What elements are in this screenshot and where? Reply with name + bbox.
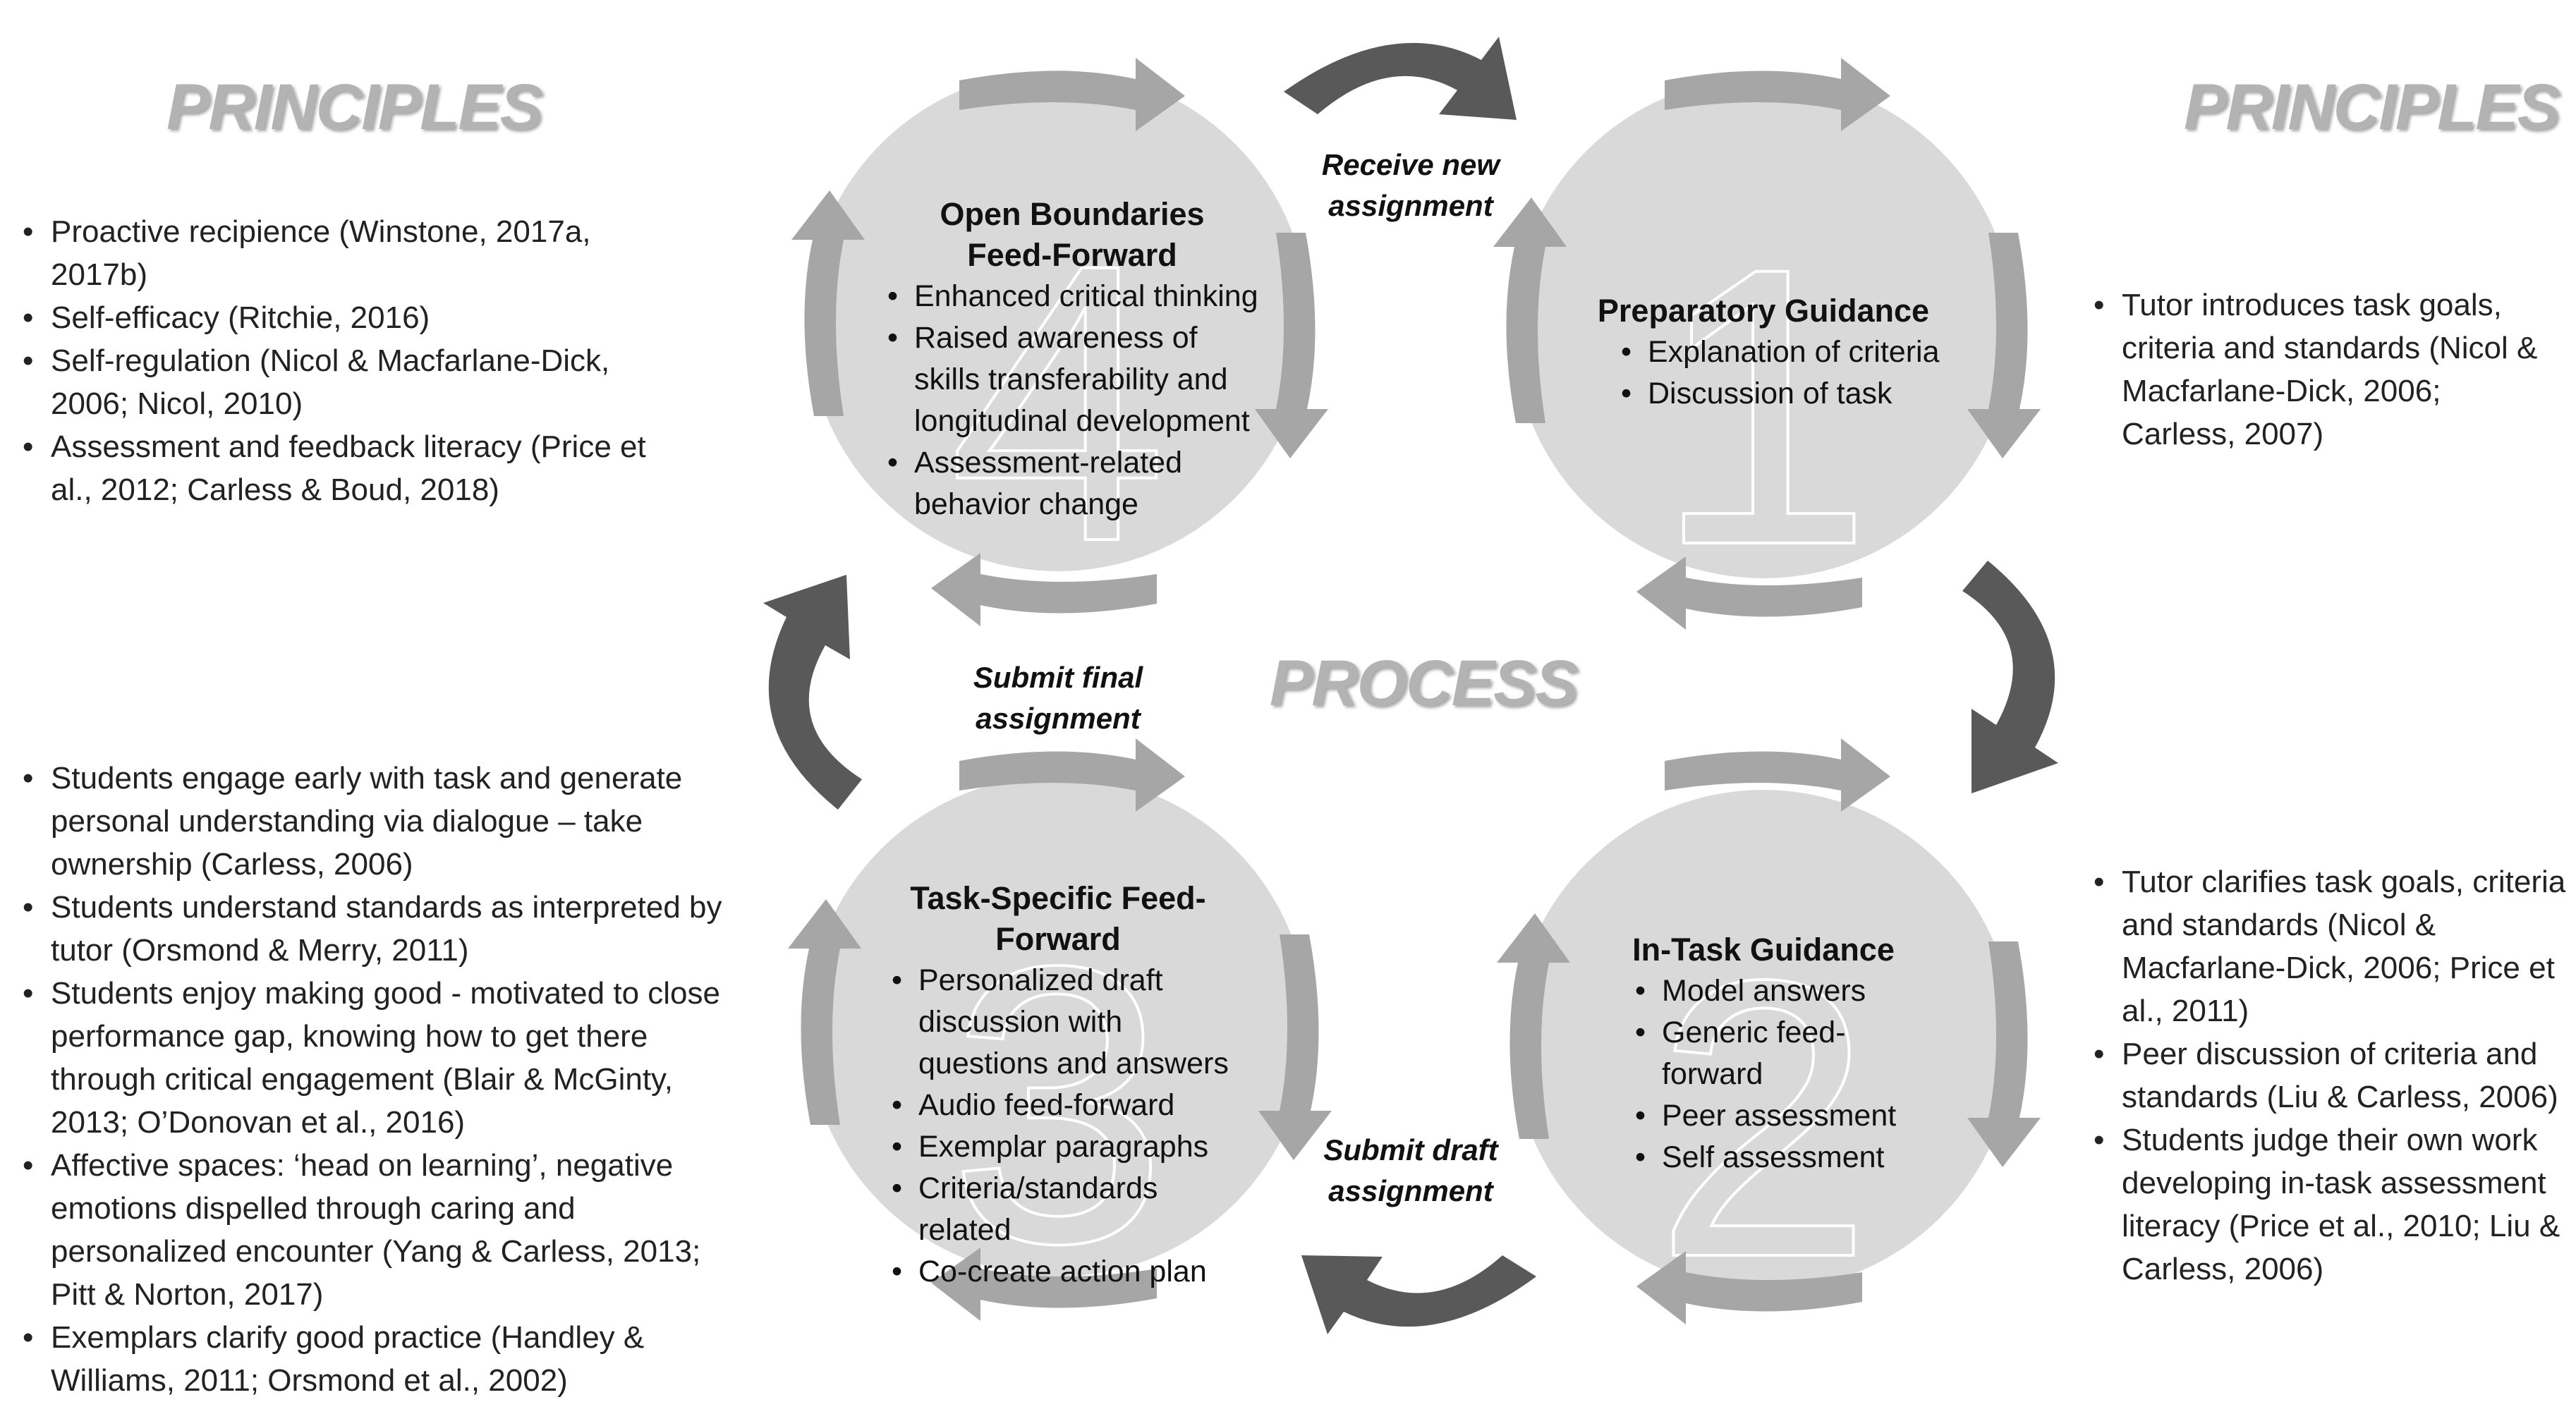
principles-heading-right: PRINCIPLES bbox=[2184, 71, 2560, 143]
list-item: Co-create action plan bbox=[886, 1251, 1256, 1293]
list-item: Students enjoy making good - motivated t… bbox=[23, 972, 746, 1144]
transition-label: assignment bbox=[976, 702, 1141, 735]
list-item: Exemplar paragraphs bbox=[886, 1126, 1256, 1168]
list-item: Peer discussion of criteria and standard… bbox=[2094, 1032, 2573, 1118]
stage-in-task-text: In-Task Guidance Model answers Generic f… bbox=[1601, 929, 1926, 1178]
list-item: Self assessment bbox=[1629, 1137, 1926, 1178]
transition-label: Receive new bbox=[1321, 148, 1500, 181]
list-item: Proactive recipience (Winstone, 2017a, 2… bbox=[23, 210, 686, 296]
stage-items: Personalized draft discussion with quest… bbox=[886, 960, 1256, 1293]
list-item: Peer assessment bbox=[1629, 1095, 1926, 1137]
process-arrow-to-preparatory bbox=[1284, 37, 1517, 120]
transition-label: assignment bbox=[1328, 189, 1493, 222]
transition-label: Submit final bbox=[973, 661, 1143, 694]
stage-title: In-Task Guidance bbox=[1632, 932, 1895, 968]
list-item: Assessment and feedback literacy (Price … bbox=[23, 425, 686, 511]
list-item: Audio feed-forward bbox=[886, 1085, 1256, 1126]
transition-label: Submit draft bbox=[1323, 1133, 1498, 1166]
list-item: Affective spaces: ‘head on learning’, ne… bbox=[23, 1144, 746, 1316]
process-heading: PROCESS bbox=[1270, 647, 1579, 719]
stage-title: Open Boundaries bbox=[940, 196, 1205, 232]
transition-submit-draft: Submit draft assignment bbox=[1291, 1130, 1531, 1212]
list-item: Enhanced critical thinking bbox=[882, 276, 1263, 317]
list-item: Students understand standards as interpr… bbox=[23, 886, 746, 972]
list-item: Explanation of criteria bbox=[1615, 331, 1940, 373]
list-item: Students judge their own work developing… bbox=[2094, 1118, 2573, 1291]
left-bottom-principles: Students engage early with task and gene… bbox=[23, 757, 746, 1402]
list-item: Discussion of task bbox=[1615, 373, 1940, 415]
principles-heading-left: PRINCIPLES bbox=[166, 71, 543, 143]
list-item: Students engage early with task and gene… bbox=[23, 757, 746, 886]
stage-title: Preparatory Guidance bbox=[1597, 293, 1930, 329]
stage-items: Enhanced critical thinking Raised awaren… bbox=[882, 276, 1263, 525]
process-arrow-to-open-boundaries bbox=[763, 575, 862, 810]
stage-task-specific-text: Task-Specific Feed-Forward Personalized … bbox=[861, 878, 1256, 1293]
list-item: Model answers bbox=[1629, 970, 1926, 1012]
right-bottom-principles: Tutor clarifies task goals, criteria and… bbox=[2094, 860, 2573, 1291]
stage-title: Feed-Forward bbox=[967, 237, 1177, 273]
list-item: Self-regulation (Nicol & Macfarlane-Dick… bbox=[23, 339, 686, 425]
transition-submit-final: Submit final assignment bbox=[938, 657, 1178, 739]
stage-items: Model answers Generic feed-forward Peer … bbox=[1629, 970, 1926, 1178]
transition-label: assignment bbox=[1328, 1174, 1493, 1207]
list-item: Raised awareness of skills transferabili… bbox=[882, 317, 1263, 442]
stage-title: Task-Specific Feed-Forward bbox=[910, 880, 1206, 957]
process-arrow-to-task-specific bbox=[1301, 1255, 1536, 1334]
transition-receive-new: Receive new assignment bbox=[1291, 145, 1531, 226]
list-item: Tutor introduces task goals, criteria an… bbox=[2094, 284, 2545, 456]
list-item: Generic feed-forward bbox=[1629, 1012, 1926, 1095]
right-top-principles: Tutor introduces task goals, criteria an… bbox=[2094, 284, 2545, 456]
list-item: Tutor clarifies task goals, criteria and… bbox=[2094, 860, 2573, 1032]
left-top-principles: Proactive recipience (Winstone, 2017a, 2… bbox=[23, 210, 686, 511]
stage-items: Explanation of criteria Discussion of ta… bbox=[1615, 331, 1940, 415]
list-item: Exemplars clarify good practice (Handley… bbox=[23, 1316, 746, 1402]
list-item: Self-efficacy (Ritchie, 2016) bbox=[23, 296, 686, 339]
list-item: Assessment-related behavior change bbox=[882, 442, 1263, 525]
stage-preparatory-text: Preparatory Guidance Explanation of crit… bbox=[1587, 291, 1940, 415]
list-item: Personalized draft discussion with quest… bbox=[886, 960, 1256, 1085]
list-item: Criteria/standards related bbox=[886, 1168, 1256, 1251]
process-arrow-to-in-task bbox=[1962, 561, 2058, 793]
stage-open-boundaries-text: Open Boundaries Feed-Forward Enhanced cr… bbox=[882, 194, 1263, 525]
